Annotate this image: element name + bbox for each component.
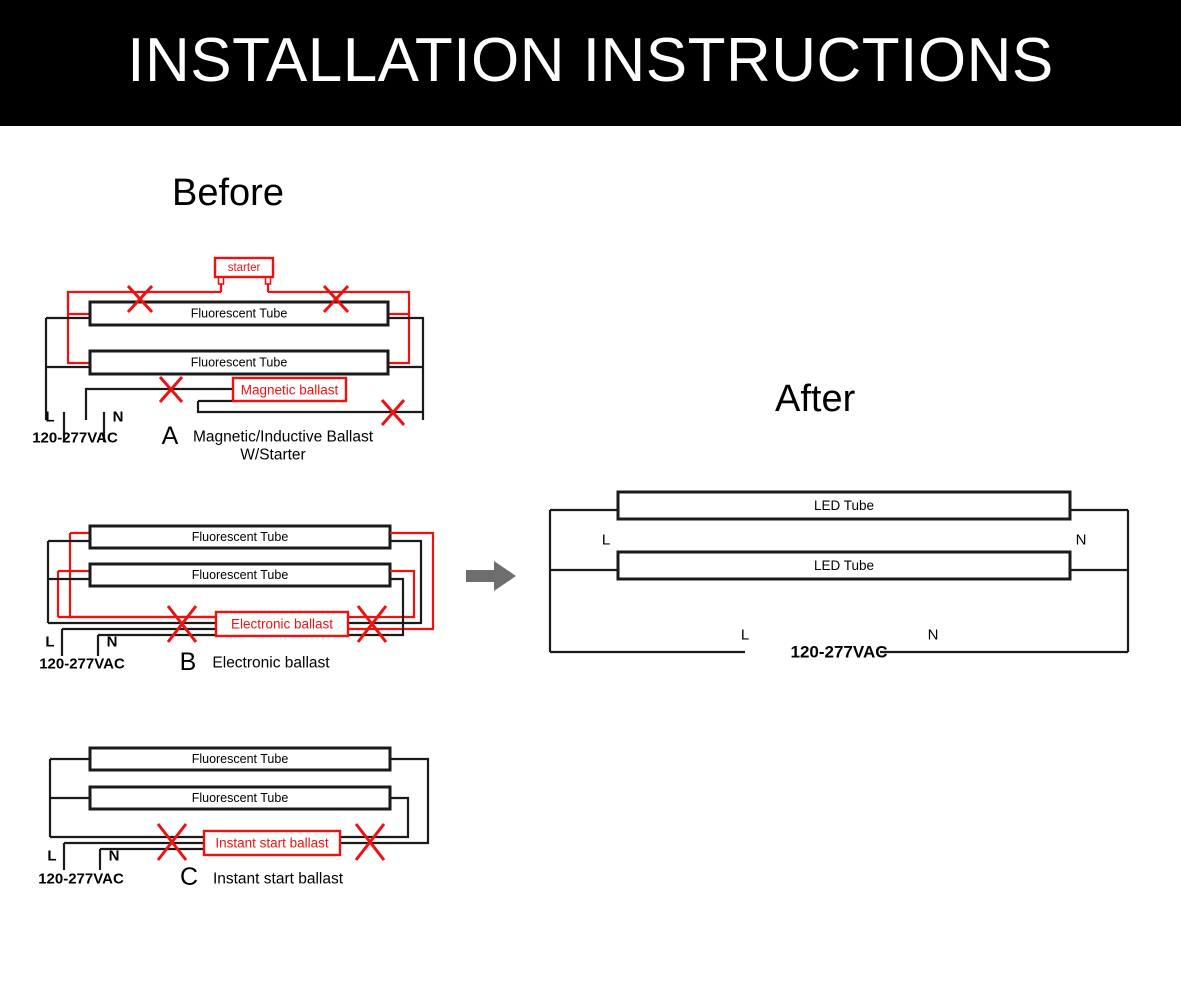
diagram-c-instant-start-ballast: Fluorescent Tube Fluorescent Tube Instan… [18, 740, 448, 905]
x-mark-ballast-left [156, 823, 188, 861]
diagram-a-caption-line2: W/Starter [240, 447, 305, 464]
fluorescent-tube-top-label: Fluorescent Tube [192, 530, 289, 544]
terminal-label-l-bottom: L [741, 627, 749, 644]
diagram-c-letter: C [180, 863, 198, 891]
fluorescent-tube-top-label: Fluorescent Tube [191, 307, 288, 321]
instant-start-ballast-label: Instant start ballast [215, 836, 329, 851]
x-mark-ballast-in [158, 376, 184, 403]
diagram-after-led-tubes: LED Tube LED Tube L N L N 120-277VAC [540, 480, 1150, 670]
led-tube-top [616, 490, 1072, 521]
voltage-label: 120-277VAC [32, 430, 118, 447]
terminal-label-l-inner: L [602, 532, 610, 549]
instant-start-ballast-box [202, 829, 342, 857]
x-mark-ballast-right [356, 605, 388, 643]
terminal-label-n-bottom: N [928, 627, 939, 644]
starter-box [213, 256, 275, 279]
terminal-label-n-inner: N [1076, 532, 1087, 549]
magnetic-ballast-label: Magnetic ballast [241, 383, 339, 398]
x-mark-top-right [322, 284, 350, 314]
fluorescent-tube-top [88, 300, 390, 327]
diagram-b-letter: B [180, 648, 197, 676]
fluorescent-tube-bottom-label: Fluorescent Tube [192, 791, 289, 805]
terminal-label-l: L [47, 848, 56, 865]
terminal-label-n: N [109, 848, 120, 865]
terminal-label-l: L [45, 634, 54, 651]
fluorescent-tube-top [88, 524, 392, 550]
fluorescent-tube-bottom [88, 349, 390, 376]
page-title: INSTALLATION INSTRUCTIONS [127, 26, 1054, 95]
x-mark-ballast-out [380, 399, 406, 426]
x-mark-ballast-right [354, 823, 386, 861]
voltage-label: 120-277VAC [39, 656, 125, 673]
electronic-ballast-label: Electronic ballast [231, 617, 333, 632]
diagram-a-caption-line1: Magnetic/Inductive Ballast [193, 429, 374, 446]
magnetic-ballast-box [231, 376, 348, 403]
led-tube-bottom-label: LED Tube [814, 558, 874, 573]
fluorescent-tube-bottom-label: Fluorescent Tube [191, 356, 288, 370]
diagram-c-caption: Instant start ballast [213, 871, 344, 888]
fluorescent-tube-top-label: Fluorescent Tube [192, 752, 289, 766]
arrow-right-icon [466, 561, 516, 591]
after-section-heading: After [775, 378, 856, 420]
title-bar: INSTALLATION INSTRUCTIONS [0, 0, 1181, 126]
led-tube-top-label: LED Tube [814, 498, 874, 513]
starter-box-label: starter [228, 262, 261, 274]
fluorescent-tube-bottom-label: Fluorescent Tube [192, 568, 289, 582]
transition-arrow [462, 556, 522, 596]
led-tube-bottom [616, 550, 1072, 581]
diagram-a-letter: A [162, 422, 179, 450]
electronic-ballast-box [214, 610, 350, 638]
diagram-b-caption: Electronic ballast [212, 655, 330, 672]
x-mark-ballast-left [166, 605, 198, 643]
fluorescent-tube-bottom [88, 562, 392, 588]
terminal-label-n: N [107, 634, 118, 651]
voltage-label: 120-277VAC [38, 871, 124, 888]
x-mark-top-left [126, 284, 154, 314]
before-section-heading: Before [172, 172, 284, 214]
terminal-label-n: N [113, 409, 124, 426]
terminal-label-l: L [45, 409, 54, 426]
diagram-a-magnetic-ballast: starter Fluorescent Tube Fluorescent Tub… [18, 250, 438, 475]
voltage-label: 120-277VAC [790, 643, 887, 662]
diagram-b-electronic-ballast: Fluorescent Tube Fluorescent Tube Electr… [18, 516, 448, 681]
